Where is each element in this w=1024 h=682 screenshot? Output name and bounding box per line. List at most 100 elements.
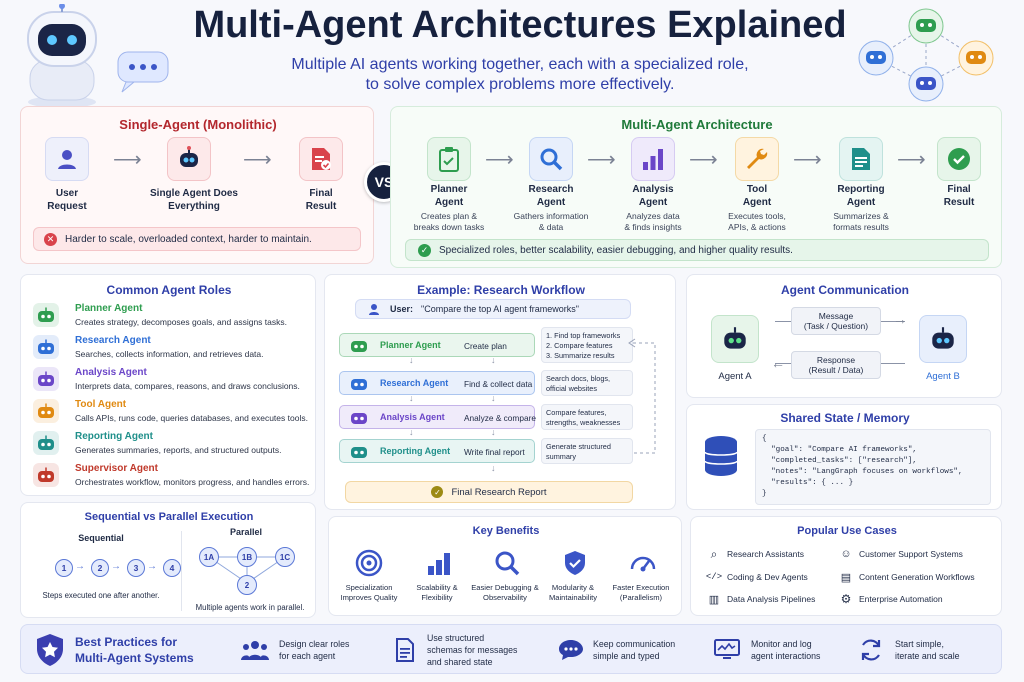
robot-icon — [724, 327, 746, 349]
down-arrow: ↓ — [491, 355, 496, 365]
role-name: Tool Agent — [75, 399, 127, 410]
agent-roles-title: Common Agent Roles — [106, 283, 232, 297]
agent-b-label: Agent B — [926, 371, 960, 382]
shield-check-icon — [559, 547, 591, 579]
planner-desc: Creates plan &breaks down tasks — [413, 211, 485, 232]
usecase-enterprise: Enterprise Automation — [859, 594, 943, 604]
document-icon: ▤ — [840, 571, 852, 584]
workflow-step: Research Agent Find & collect data — [339, 371, 535, 395]
benefit-label: Faster Execution(Parallelism) — [612, 583, 670, 602]
down-arrow: ↓ — [409, 427, 414, 437]
code-icon: </> — [705, 572, 723, 582]
robot-icon — [350, 409, 368, 426]
workflow-note-line: Search docs, blogs, — [546, 374, 611, 383]
multi-arrow-4: ⟶ — [793, 149, 822, 171]
seq-arrow: → — [147, 561, 157, 572]
research-tile — [529, 137, 573, 181]
role-desc: Orchestrates workflow, monitors progress… — [75, 477, 310, 487]
workflow-agent: Planner Agent — [380, 340, 441, 350]
role-desc: Searches, collects information, and retr… — [75, 349, 264, 359]
analysis-desc: Analyzes data& finds insights — [624, 211, 682, 232]
multi-agent-title: Multi-Agent Architecture — [621, 117, 773, 132]
memory-line: "results": { ... } — [762, 479, 854, 487]
schema-doc-icon — [393, 637, 417, 663]
seq-title: Sequential — [78, 533, 124, 543]
robot-icon — [932, 327, 954, 349]
workflow-note-line: Compare features, — [546, 408, 607, 417]
role-name: Planner Agent — [75, 303, 143, 314]
robot-icon — [350, 443, 368, 460]
multi-arrow-3: ⟶ — [689, 149, 718, 171]
workflow-action: Find & collect data — [464, 379, 533, 389]
par-node: 1B — [237, 547, 257, 567]
bar-chart-icon — [643, 149, 663, 170]
research-workflow-panel: Example: Research Workflow User: "Compar… — [324, 274, 676, 510]
par-node: 1A — [199, 547, 219, 567]
usecases-title: Popular Use Cases — [797, 525, 897, 537]
refresh-icon — [857, 637, 885, 663]
robot-icon — [33, 431, 59, 455]
user-request-tile — [45, 137, 89, 181]
usecase-support: Customer Support Systems — [859, 549, 963, 559]
monitor-icon — [713, 637, 741, 663]
reporting-desc: Summarizes &formats results — [833, 211, 889, 232]
multi-arrow-2: ⟶ — [587, 149, 616, 171]
role-name: Analysis Agent — [75, 367, 147, 378]
chat-bubble-icon — [557, 637, 585, 663]
workflow-agent: Analysis Agent — [380, 412, 445, 422]
role-desc: Creates strategy, decomposes goals, and … — [75, 317, 287, 327]
single-agent-tile — [167, 137, 211, 181]
benefit-label: Modularity &Maintainability — [548, 583, 598, 602]
analysis-tile — [631, 137, 675, 181]
page-subtitle-line2: to solve complex problems more effective… — [365, 76, 675, 93]
usecase-coding: Coding & Dev Agents — [727, 572, 808, 582]
robot-icon — [180, 146, 198, 167]
workflow-note-line: 2. Compare features — [546, 341, 613, 350]
agent-a-avatar — [711, 315, 759, 363]
multi-final-tile — [937, 137, 981, 181]
user-icon — [58, 150, 76, 169]
multi-arrow-5: ⟶ — [897, 149, 926, 171]
target-icon — [353, 547, 385, 579]
shared-memory-panel: Shared State / Memory { "goal": "Compare… — [686, 404, 1002, 510]
robot-icon — [33, 303, 59, 327]
single-arrow-2: ⟶ — [243, 149, 272, 171]
header-agent-network-illustration — [856, 6, 1016, 104]
document-icon — [852, 148, 870, 170]
search-icon — [540, 148, 563, 171]
team-icon — [241, 637, 269, 663]
role-name: Research Agent — [75, 335, 151, 346]
role-name: Supervisor Agent — [75, 463, 158, 474]
user-icon — [369, 304, 379, 315]
check-circle-icon: ✓ — [418, 243, 431, 257]
workflow-user-label: User: — [390, 304, 414, 314]
usecase-data: Data Analysis Pipelines — [727, 594, 816, 604]
workflow-agent: Research Agent — [380, 378, 449, 388]
workflow-note-line: 3. Summarize results — [546, 351, 615, 360]
tool-desc: Executes tools,APIs, & actions — [728, 211, 786, 232]
multi-arrow-1: ⟶ — [485, 149, 514, 171]
seq-caption: Steps executed one after another. — [42, 591, 160, 600]
role-desc: Calls APIs, runs code, queries databases… — [75, 413, 308, 423]
search-icon: ⌕ — [710, 546, 718, 561]
single-warning-text: Harder to scale, overloaded context, har… — [65, 233, 312, 245]
role-desc: Generates summaries, reports, and struct… — [75, 445, 282, 455]
workflow-note: Search docs, blogs,official websites — [541, 370, 633, 396]
multi-benefit-text: Specialized roles, better scalability, e… — [439, 244, 793, 256]
seq-arrow: → — [111, 561, 121, 572]
gear-icon: ⚙ — [840, 592, 852, 606]
wrench-icon — [747, 148, 768, 169]
workflow-title: Example: Research Workflow — [417, 283, 585, 297]
